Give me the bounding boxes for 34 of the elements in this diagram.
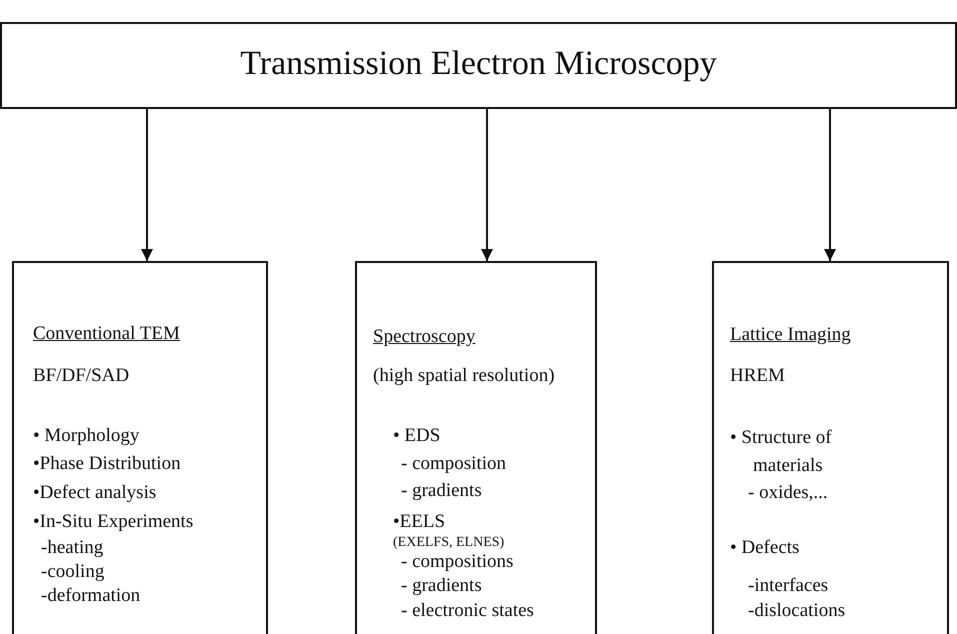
heading-text: Conventional TEM (33, 322, 180, 346)
list-item: -heating (41, 536, 104, 560)
heading-text: Spectroscopy (373, 325, 476, 349)
category-box (12, 261, 268, 634)
arrow (824, 109, 836, 261)
list-item: -deformation (41, 584, 140, 608)
list-item: • Defects (730, 536, 800, 560)
subtitle-text: HREM (730, 364, 785, 388)
title-text: Transmission Electron Microscopy (239, 44, 718, 84)
list-item: -dislocations (748, 599, 846, 623)
list-item: •EELS (393, 510, 446, 534)
arrow (481, 109, 493, 261)
list-item: • Structure of materials (730, 426, 833, 478)
list-item: - gradients (401, 574, 482, 598)
list-item: - composition (401, 452, 506, 476)
heading-text: Lattice Imaging (730, 323, 851, 347)
category-box (355, 261, 597, 634)
list-item: •Defect analysis (33, 481, 156, 505)
list-item: - oxides,... (748, 481, 828, 505)
title-box (0, 22, 957, 109)
list-item: - electronic states (401, 599, 534, 623)
list-item: -cooling (41, 560, 104, 584)
list-item: •Phase Distribution (33, 452, 181, 476)
list-item: •In-Situ Experiments (33, 510, 194, 534)
category-box (712, 261, 949, 634)
list-item: - compositions (401, 550, 514, 574)
arrow (141, 109, 153, 261)
list-item: (EXELFS, ELNES) (393, 534, 504, 552)
list-item: • EDS (393, 424, 440, 448)
list-item: - gradients (401, 479, 482, 503)
list-item: • Morphology (33, 424, 140, 448)
list-item: -interfaces (748, 574, 828, 598)
subtitle-text: (high spatial resolution) (373, 364, 555, 388)
subtitle-text: BF/DF/SAD (33, 364, 130, 388)
